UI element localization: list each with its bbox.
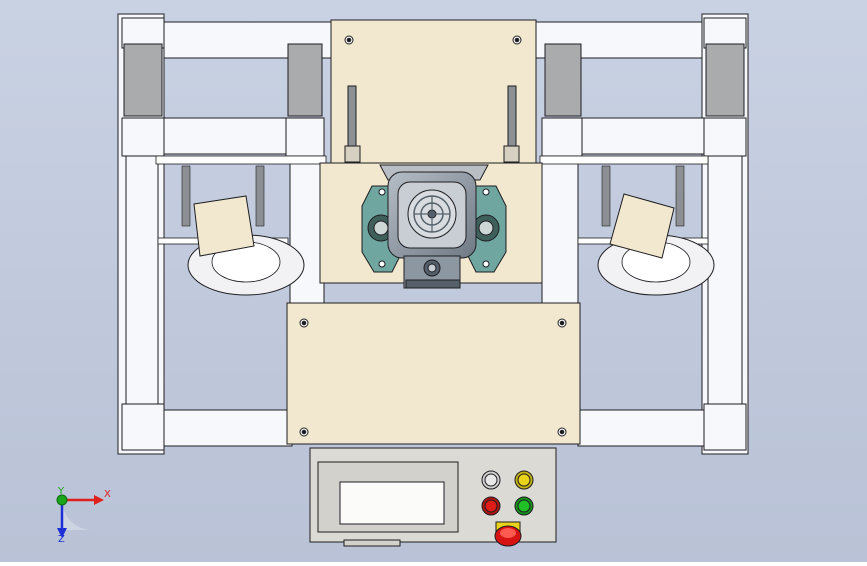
y-axis-dot — [56, 494, 68, 506]
button-green[interactable] — [514, 496, 534, 516]
display-screen — [339, 481, 445, 525]
z-axis-label: Z — [58, 534, 65, 545]
button-white[interactable] — [481, 470, 501, 490]
frame-bottom-rail-right — [577, 409, 705, 447]
emergency-stop[interactable] — [494, 521, 522, 547]
frame-bottom-rail-left — [161, 409, 293, 447]
z-axis-arrow — [57, 528, 67, 538]
frame-inner-right-b — [541, 155, 579, 307]
frame-mid-rail-left — [161, 117, 291, 155]
x-axis-label: X — [104, 489, 111, 500]
y-axis-label: Y — [57, 486, 65, 497]
frame-inner-left-b — [289, 155, 325, 307]
bottom-plate[interactable] — [286, 302, 581, 445]
frame-inner-right-a — [707, 155, 743, 411]
tilted-plates — [193, 193, 675, 259]
frame-inner-left-a — [125, 155, 159, 411]
button-red[interactable] — [481, 496, 501, 516]
linear-guides — [123, 43, 745, 117]
motor[interactable] — [379, 164, 489, 289]
x-axis-arrow — [94, 495, 104, 505]
frame-mid-rail-right — [577, 117, 707, 155]
control-buttons[interactable] — [481, 470, 534, 547]
axis-triad: X Y Z — [56, 486, 111, 545]
button-yellow[interactable] — [514, 470, 534, 490]
